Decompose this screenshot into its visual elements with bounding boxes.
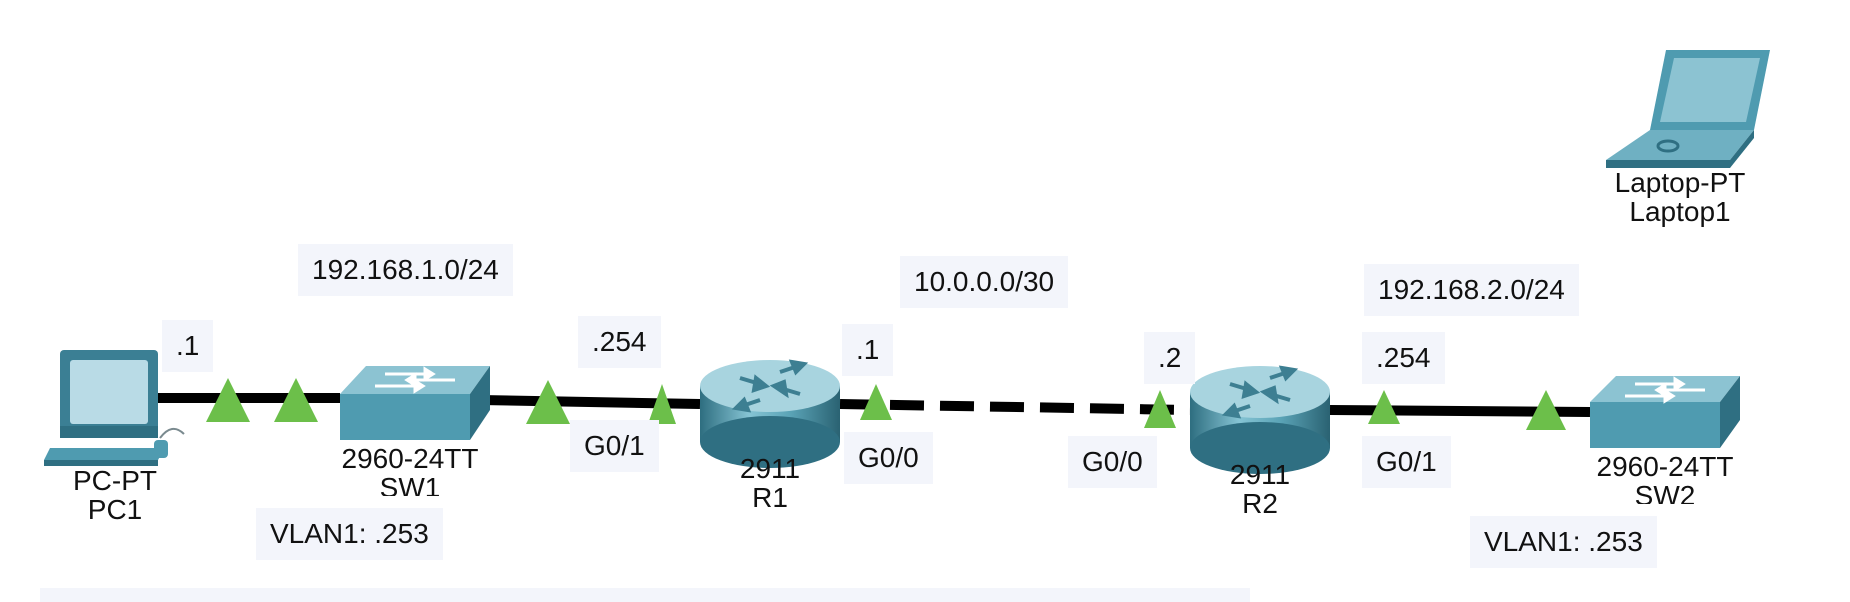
device-model: 2911: [1229, 459, 1291, 490]
link-up-marker: [526, 380, 570, 424]
vlan-label: VLAN1: .253: [1470, 516, 1657, 568]
switch-icon[interactable]: [1590, 376, 1740, 448]
network-label: 192.168.2.0/24: [1364, 264, 1579, 316]
device-model: 2960-24TT: [341, 444, 479, 474]
device-name: R2: [1242, 488, 1278, 520]
ip-label: .254: [1362, 332, 1445, 384]
device-name: Laptop1: [1629, 196, 1731, 228]
laptop-icon[interactable]: [1606, 50, 1770, 168]
ip-label: .1: [842, 324, 894, 376]
switch-icon[interactable]: [340, 366, 490, 440]
device-label-laptop1: Laptop-PT Laptop1: [1600, 168, 1760, 227]
interface-label: G0/0: [844, 432, 933, 484]
device-model: 2960-24TT: [1596, 452, 1734, 482]
link-up-marker: [1526, 390, 1566, 430]
device-name: PC1: [87, 494, 143, 526]
network-label: 10.0.0.0/30: [900, 256, 1069, 308]
device-model: PC-PT: [73, 465, 157, 496]
device-name: R1: [752, 482, 788, 514]
ip-label: .254: [578, 316, 661, 368]
device-model: 2911: [739, 453, 801, 484]
workspace-bottom-strip: [40, 588, 1250, 602]
pc-icon[interactable]: [44, 350, 185, 466]
interface-label: G0/0: [1068, 436, 1157, 488]
device-name: SW1: [379, 472, 441, 496]
device-label-r1: 2911 R1: [720, 454, 820, 513]
link-up-marker: [1368, 390, 1400, 424]
router-icon[interactable]: [1190, 365, 1330, 474]
link-up-marker: [206, 378, 250, 422]
device-label-pc1: PC-PT PC1: [60, 466, 170, 525]
network-label: 192.168.1.0/24: [298, 244, 513, 296]
device-model: Laptop-PT: [1614, 167, 1746, 198]
ip-label: .1: [162, 320, 214, 372]
interface-label: G0/1: [570, 420, 659, 472]
device-label-sw2: 2960-24TT SW2: [1580, 452, 1750, 504]
interface-label: G0/1: [1362, 436, 1451, 488]
device-label-sw1: 2960-24TT SW1: [330, 444, 490, 496]
link-r1-r2: [839, 399, 1191, 415]
ip-label: .2: [1144, 332, 1196, 384]
device-name: SW2: [1634, 480, 1696, 504]
link-up-marker: [648, 384, 676, 424]
link-up-marker: [274, 378, 318, 422]
router-icon[interactable]: [700, 359, 840, 468]
vlan-label: VLAN1: .253: [256, 508, 443, 560]
link-up-marker: [1144, 390, 1176, 428]
device-label-r2: 2911 R2: [1210, 460, 1310, 519]
link-up-marker: [860, 384, 892, 420]
